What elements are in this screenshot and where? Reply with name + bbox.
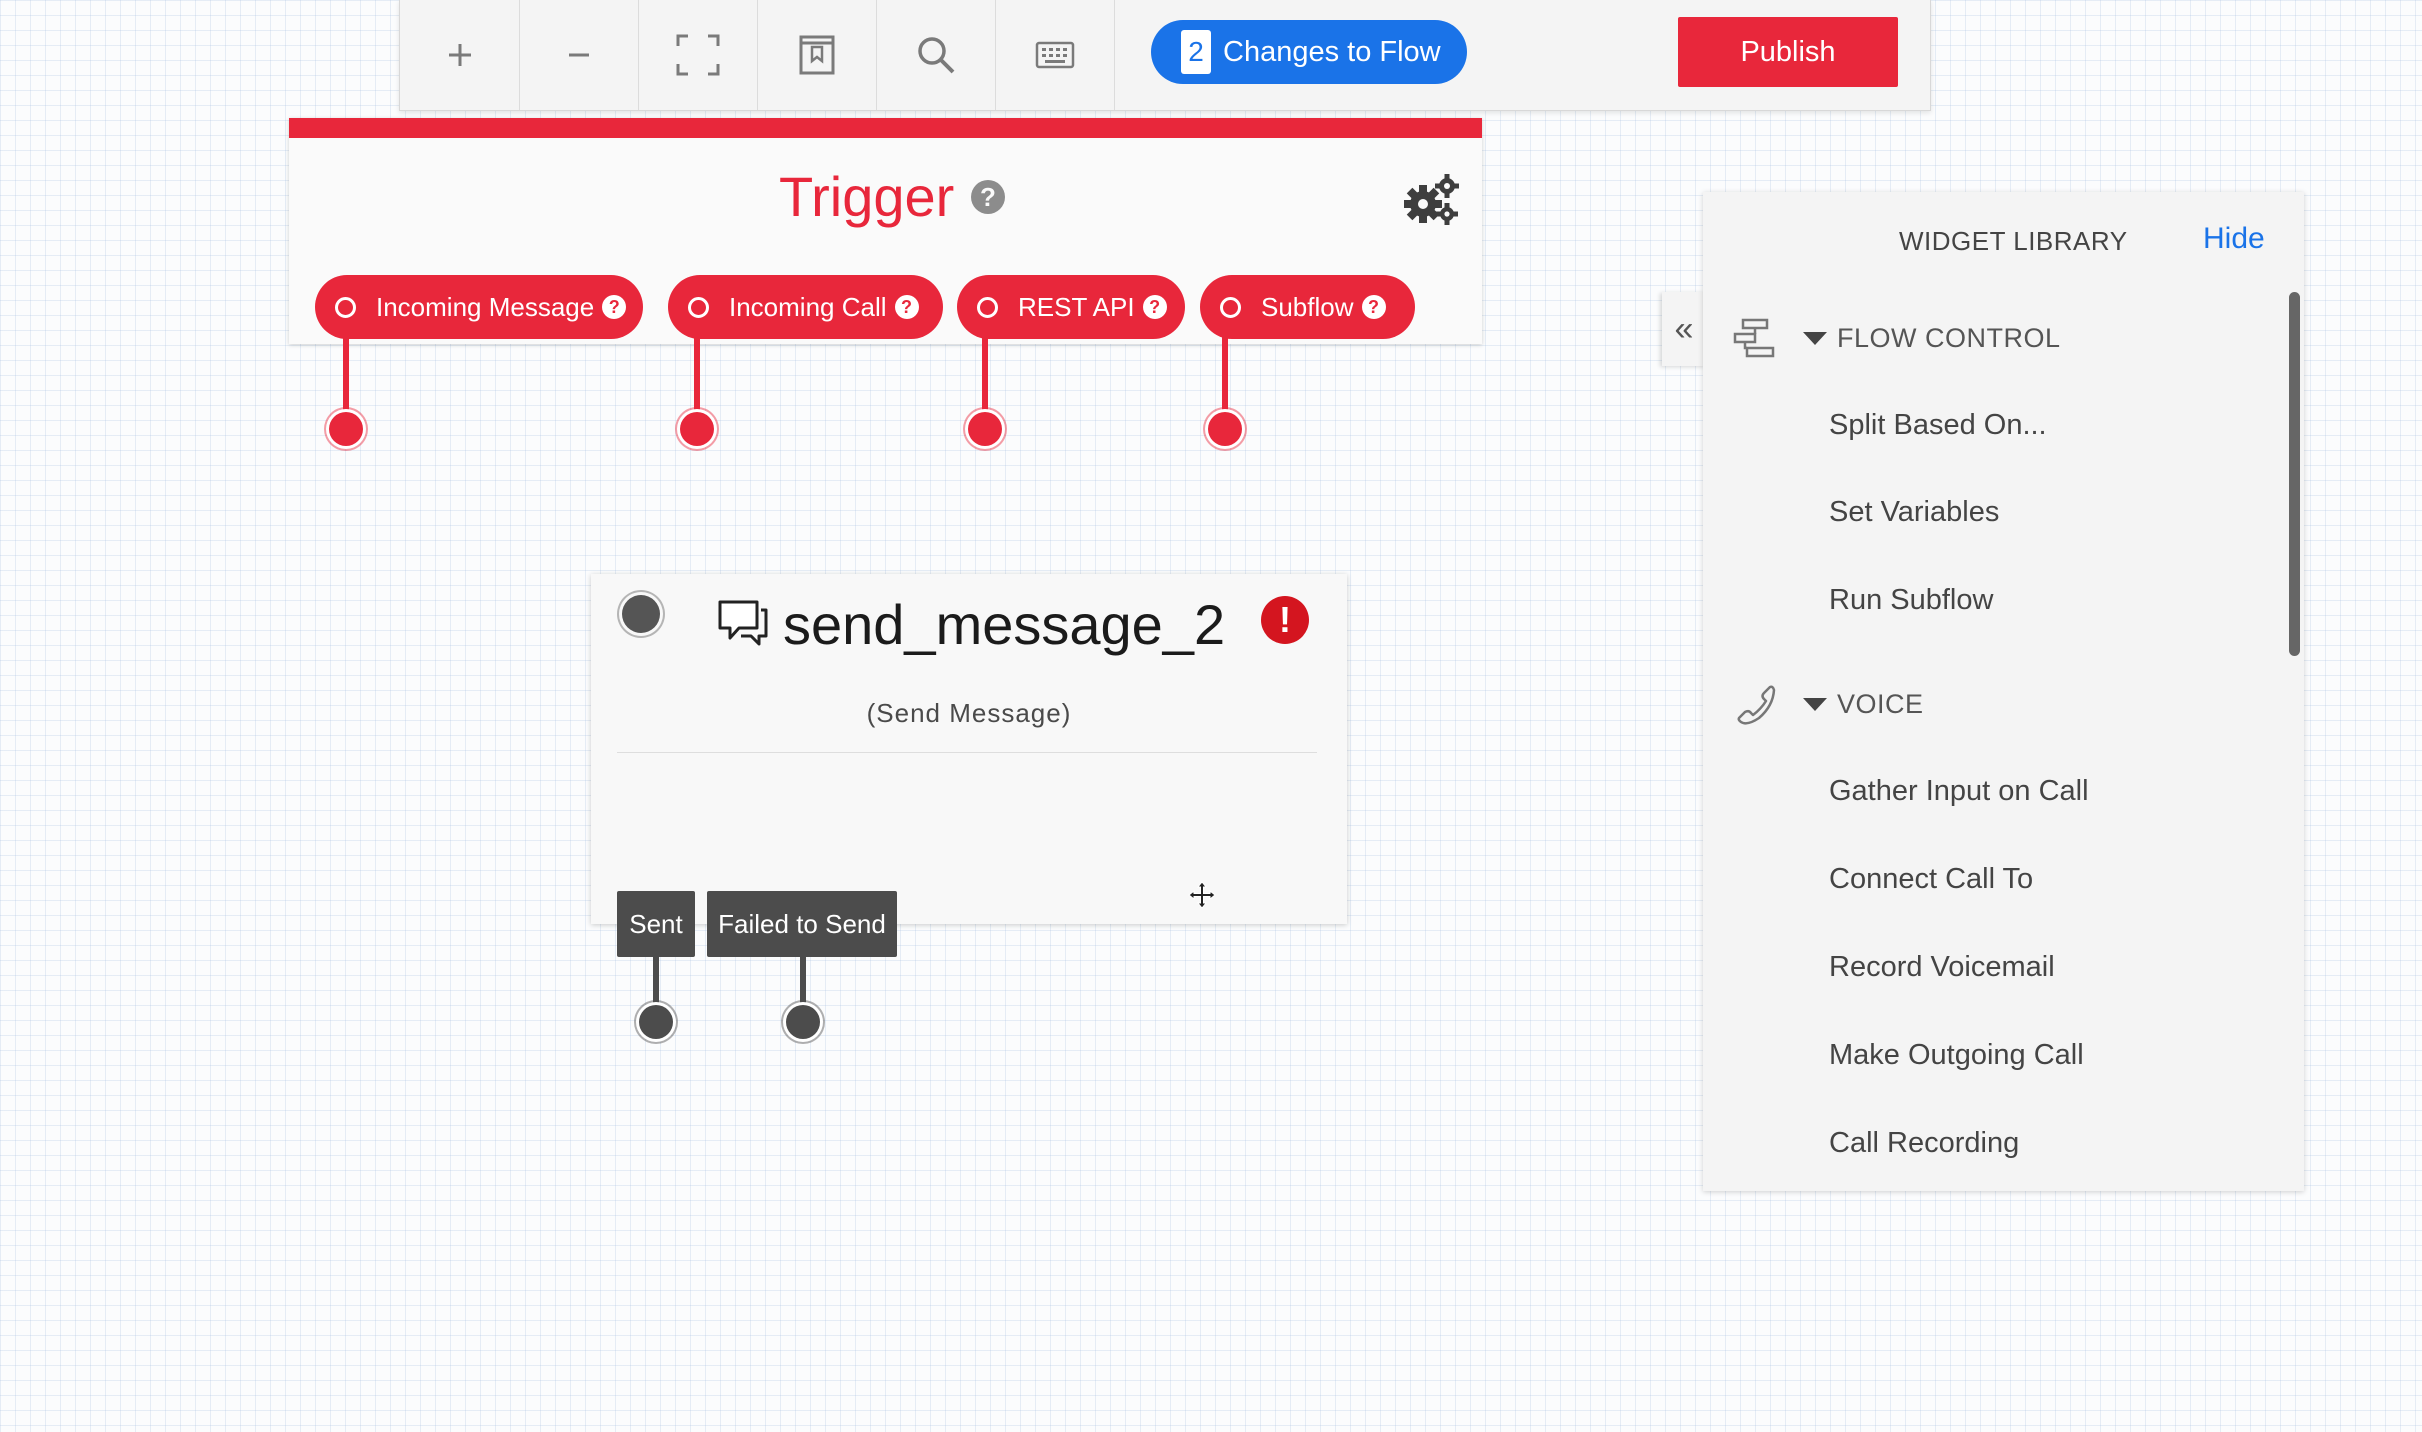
gear-icon[interactable] — [1401, 172, 1461, 228]
port-ring-icon — [1220, 296, 1241, 318]
scrollbar[interactable] — [2289, 292, 2300, 656]
bookmark-button[interactable] — [757, 0, 877, 110]
search-icon — [917, 37, 954, 74]
connection-handle-sent[interactable] — [639, 1005, 673, 1039]
widget-item-record-voicemail[interactable]: Record Voicemail — [1829, 951, 2055, 983]
widget-item-gather-input-on-call[interactable]: Gather Input on Call — [1829, 775, 2089, 807]
port-failed-to-send[interactable]: Failed to Send — [707, 891, 897, 957]
keyboard-button[interactable] — [995, 0, 1115, 110]
widget-type-label: (Send Message) — [866, 698, 1072, 728]
help-icon[interactable]: ? — [602, 295, 627, 319]
port-ring-icon — [335, 296, 356, 318]
connector-line — [800, 955, 806, 1015]
widget-title[interactable]: send_message_2 — [783, 593, 1226, 656]
zoom-out-button[interactable] — [519, 0, 639, 110]
divider — [617, 752, 1317, 753]
section-flow-control[interactable]: FLOW CONTROL — [1733, 313, 2061, 363]
section-label: VOICE — [1837, 688, 1924, 719]
widget-item-set-variables[interactable]: Set Variables — [1829, 496, 2000, 528]
widget-library-panel: WIDGET LIBRARY Hide FLOW CONTROL Split B… — [1703, 192, 2304, 1191]
widget-item-split-based-on[interactable]: Split Based On... — [1829, 409, 2047, 441]
connection-handle-subflow[interactable] — [1208, 412, 1242, 446]
send-message-widget[interactable]: send_message_2 ! (Send Message) — [591, 574, 1347, 924]
zoom-in-button[interactable] — [400, 0, 520, 110]
trigger-pill-incoming-call[interactable]: Incoming Call ? — [668, 275, 943, 339]
plus-icon — [448, 44, 471, 66]
section-voice[interactable]: VOICE — [1733, 679, 1924, 729]
fit-screen-icon — [676, 34, 719, 76]
fit-screen-button[interactable] — [638, 0, 758, 110]
trigger-pill-subflow[interactable]: Subflow ? — [1200, 275, 1415, 339]
phone-icon — [1737, 685, 1776, 725]
widget-item-connect-call-to[interactable]: Connect Call To — [1829, 863, 2034, 895]
help-icon[interactable]: ? — [894, 295, 919, 319]
connector-line — [653, 955, 659, 1015]
port-ring-icon — [688, 296, 709, 318]
trigger-title: Trigger — [779, 165, 955, 228]
canvas-toolbar: 2 Changes to Flow Publish — [399, 0, 1931, 111]
hide-link[interactable]: Hide — [2203, 222, 2265, 255]
pill-label: REST API — [1018, 291, 1135, 322]
chevron-down-icon — [1803, 697, 1827, 711]
help-icon[interactable]: ? — [1142, 295, 1167, 319]
search-button[interactable] — [876, 0, 996, 110]
double-chevron-left-icon: « — [1674, 309, 1694, 348]
connector-line — [343, 318, 349, 418]
trigger-pill-incoming-message[interactable]: Incoming Message ? — [315, 275, 643, 339]
changes-count-badge: 2 — [1181, 30, 1211, 74]
help-icon[interactable]: ? — [1361, 295, 1386, 319]
move-cursor-icon — [1188, 881, 1216, 909]
collapse-panel-button[interactable]: « — [1662, 292, 1706, 366]
changes-to-flow-button[interactable]: 2 Changes to Flow — [1151, 20, 1467, 84]
input-connection-handle[interactable] — [622, 595, 660, 633]
chat-bubble-icon — [718, 600, 768, 646]
widget-item-make-outgoing-call[interactable]: Make Outgoing Call — [1829, 1039, 2084, 1071]
connection-handle-rest-api[interactable] — [968, 412, 1002, 446]
chevron-down-icon — [1803, 331, 1827, 345]
help-icon[interactable]: ? — [971, 180, 1005, 214]
minus-icon — [568, 53, 589, 57]
error-icon[interactable]: ! — [1261, 596, 1309, 644]
changes-label: Changes to Flow — [1223, 35, 1441, 68]
keyboard-icon — [1035, 41, 1074, 69]
connector-line — [1222, 318, 1228, 418]
flow-control-icon — [1733, 318, 1775, 358]
connection-handle-incoming-message[interactable] — [329, 412, 363, 446]
connector-line — [694, 318, 700, 418]
port-ring-icon — [977, 296, 998, 318]
publish-button[interactable]: Publish — [1678, 17, 1898, 87]
widget-item-call-recording[interactable]: Call Recording — [1829, 1127, 2020, 1159]
widget-item-run-subflow[interactable]: Run Subflow — [1829, 584, 1994, 616]
trigger-pill-rest-api[interactable]: REST API ? — [957, 275, 1185, 339]
connector-line — [982, 318, 988, 418]
pill-label: Subflow — [1261, 291, 1354, 322]
widget-library-title: WIDGET LIBRARY — [1899, 226, 2128, 256]
section-label: FLOW CONTROL — [1837, 322, 2061, 353]
connection-handle-failed-to-send[interactable] — [786, 1005, 820, 1039]
connection-handle-incoming-call[interactable] — [680, 412, 714, 446]
port-sent[interactable]: Sent — [617, 891, 695, 957]
pill-label: Incoming Message — [376, 291, 595, 322]
trigger-widget[interactable]: Trigger ? Incoming — [289, 118, 1482, 344]
pill-label: Incoming Call — [729, 291, 887, 322]
bookmark-icon — [799, 35, 834, 75]
